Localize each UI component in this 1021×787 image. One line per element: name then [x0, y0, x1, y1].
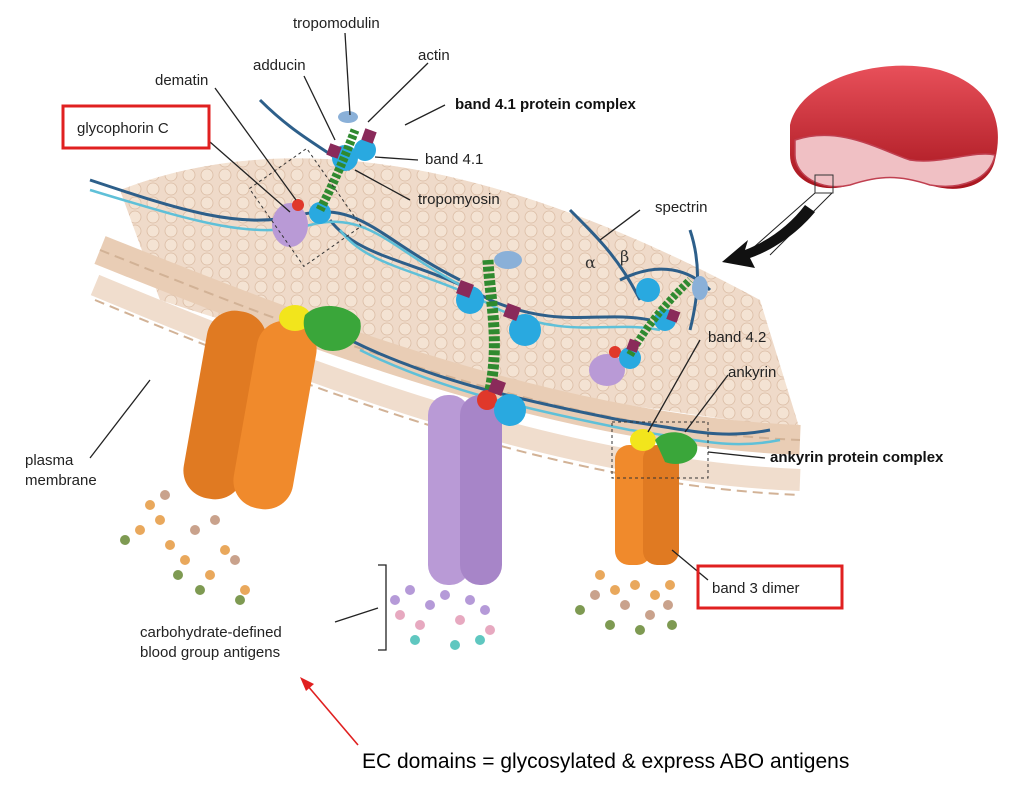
label-adducin: adducin [253, 57, 306, 74]
label-glycophorin-c: glycophorin C [77, 120, 169, 137]
spectrin-network-light [89, 188, 781, 446]
label-ankyrin: ankyrin [728, 364, 776, 381]
band3-left [183, 305, 361, 510]
membrane-back-fade [120, 125, 760, 300]
label-dematin: dematin [155, 72, 208, 89]
label-band41-complex: band 4.1 protein complex [455, 96, 637, 113]
junction-complex-top [272, 111, 377, 247]
label-band42: band 4.2 [708, 329, 766, 346]
label-membrane: membrane [25, 472, 97, 489]
glycophorin-middle [428, 390, 526, 585]
annotation-caption: EC domains = glycosylated & express ABO … [362, 750, 849, 773]
label-beta: β [620, 247, 629, 266]
band41-complex-box [248, 147, 362, 268]
junction-complex-middle [456, 251, 541, 396]
zoom-arrow-icon [722, 205, 815, 268]
label-plasma: plasma [25, 452, 74, 469]
red-blood-cell-illustration [744, 65, 998, 256]
leader-lines [89, 32, 766, 651]
label-tropomodulin: tropomodulin [293, 15, 380, 32]
label-spectrin: spectrin [655, 199, 708, 216]
glycophorin-c-highlight-box [61, 104, 211, 150]
band3-right [615, 429, 698, 565]
band3-dimer-highlight-box [696, 564, 844, 610]
label-ankyrin-complex: ankyrin protein complex [770, 449, 944, 466]
label-carb-antigens-1: carbohydrate-defined [140, 624, 282, 641]
junction-complex-right [589, 276, 708, 386]
label-band3-dimer: band 3 dimer [712, 580, 800, 597]
annotation-arrow-icon [300, 677, 359, 746]
ankyrin-complex-box [611, 421, 709, 479]
label-band41: band 4.1 [425, 151, 483, 168]
label-tropomyosin: tropomyosin [418, 191, 500, 208]
carbohydrate-chains [120, 490, 677, 650]
label-carb-antigens-2: blood group antigens [140, 644, 280, 661]
label-actin: actin [418, 47, 450, 64]
label-alpha: α [585, 253, 596, 272]
